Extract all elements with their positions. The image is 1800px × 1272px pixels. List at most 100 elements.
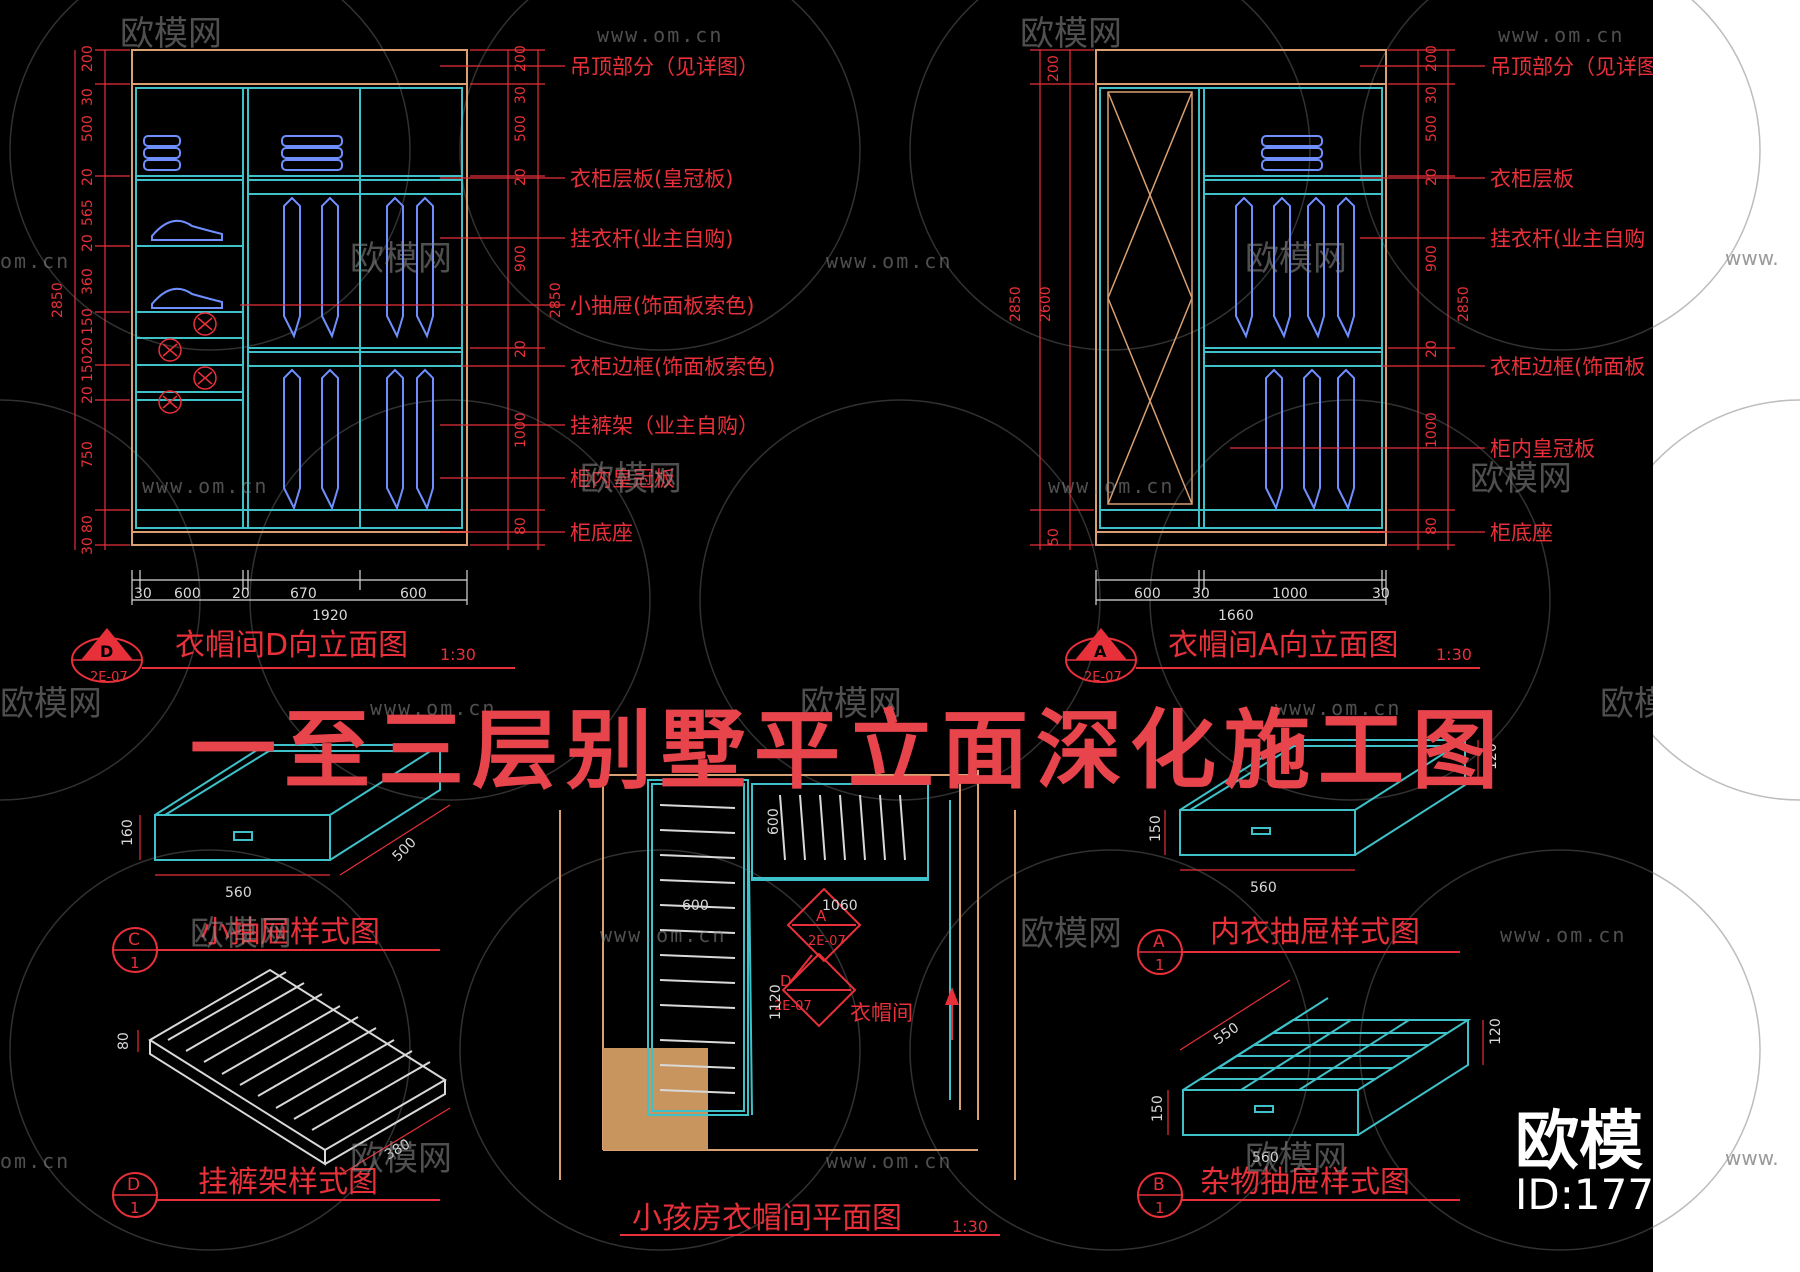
pants-rack-symbol: D 1 <box>112 1172 440 1218</box>
underwear-drawer-symbol: A 1 <box>1137 929 1460 975</box>
watermark-arcs <box>0 0 1653 1251</box>
svg-text:80: 80 <box>513 517 529 535</box>
svg-text:20: 20 <box>513 340 529 358</box>
svg-text:1660: 1660 <box>1218 608 1254 624</box>
right-dimension-line <box>470 49 545 550</box>
svg-text:欧模网: 欧模网 <box>1600 684 1653 724</box>
elevation-d-symbol: D 2E-07 <box>71 628 515 685</box>
svg-text:om.cn: om.cn <box>0 249 70 273</box>
elevation-a-scale: 1:30 <box>1436 645 1472 664</box>
svg-text:20: 20 <box>80 386 96 404</box>
a-right-dimension-line <box>1388 49 1455 550</box>
callout-leaders <box>240 65 565 533</box>
callout-pants-rack: 挂裤架（业主自购） <box>570 414 759 438</box>
svg-text:560: 560 <box>1250 880 1277 896</box>
watermarks: 欧模网 欧模网 欧模网 欧模网 欧模网 欧模网 欧模网 欧模网 欧模网 欧模网 … <box>0 14 1653 1179</box>
callout-shelf: 衣柜层板(皇冠板) <box>570 167 733 191</box>
svg-text:900: 900 <box>1424 245 1440 272</box>
svg-text:1000: 1000 <box>1272 586 1308 602</box>
svg-text:A: A <box>816 907 827 925</box>
a-callout-shelf: 衣柜层板 <box>1490 167 1574 191</box>
a-callout-leaders <box>1230 65 1485 533</box>
svg-text:A: A <box>1153 932 1165 952</box>
right-margin-arcs: www. www. <box>1653 0 1800 1228</box>
svg-text:www.om.cn: www.om.cn <box>600 923 726 947</box>
svg-text:www.om.cn: www.om.cn <box>597 23 723 47</box>
left-total-dim: 2850 <box>50 282 66 318</box>
svg-text:欧模网: 欧模网 <box>800 684 902 724</box>
svg-text:120: 120 <box>1484 743 1500 770</box>
svg-text:30: 30 <box>1372 586 1390 602</box>
svg-text:D: D <box>780 972 792 990</box>
svg-text:2850: 2850 <box>1008 286 1024 322</box>
svg-text:om.cn: om.cn <box>0 1149 70 1173</box>
svg-text:2850: 2850 <box>548 282 564 318</box>
svg-text:150: 150 <box>1150 1095 1166 1122</box>
svg-text:200: 200 <box>513 45 529 72</box>
svg-text:D: D <box>127 1175 140 1195</box>
svg-text:www.om.cn: www.om.cn <box>1500 923 1626 947</box>
svg-text:500: 500 <box>80 115 96 142</box>
left-dim-labels: 200 30 500 20 565 20 360 150 20 150 20 7… <box>50 45 96 555</box>
svg-text:20: 20 <box>80 337 96 355</box>
svg-text:150: 150 <box>80 308 96 335</box>
callout-base: 柜底座 <box>570 521 633 545</box>
svg-text:1: 1 <box>130 1199 140 1217</box>
svg-text:30: 30 <box>134 586 152 602</box>
svg-text:2E-07: 2E-07 <box>774 999 812 1014</box>
folded-clothes-icon <box>143 135 343 309</box>
svg-text:30: 30 <box>80 88 96 106</box>
svg-text:欧模网: 欧模网 <box>350 239 452 279</box>
left-dimension-line <box>74 49 130 550</box>
a-callout-inner-board: 柜内皇冠板 <box>1490 437 1595 461</box>
svg-text:欧模网: 欧模网 <box>580 459 682 499</box>
svg-text:670: 670 <box>290 586 317 602</box>
total-width-dim: 1920 <box>312 608 348 624</box>
plan-entry-arrow <box>945 987 959 1040</box>
underwear-drawer-detail: 150 560 120 A 1 内衣抽屉样式图 <box>1137 739 1500 975</box>
hanging-clothes-icon <box>1235 135 1355 511</box>
svg-text:500: 500 <box>1424 115 1440 142</box>
callout-cabinet-frame: 衣柜边框(饰面板索色) <box>570 355 775 379</box>
a-bottom-dimension-line <box>1095 570 1387 605</box>
elevation-d-title: 衣帽间D向立面图 <box>175 628 408 663</box>
svg-text:1120: 1120 <box>768 984 784 1020</box>
svg-text:600: 600 <box>766 808 782 835</box>
svg-text:欧模网: 欧模网 <box>1020 914 1122 954</box>
model-id: ID:1777 <box>1515 1170 1653 1219</box>
svg-text:50: 50 <box>1046 528 1062 546</box>
svg-text:www.om.cn: www.om.cn <box>826 249 952 273</box>
pants-rack-detail: 80 380 D 1 挂裤架样式图 <box>112 968 451 1218</box>
svg-text:20: 20 <box>80 234 96 252</box>
svg-text:750: 750 <box>80 441 96 468</box>
plan-room-label: 衣帽间 <box>850 1001 913 1025</box>
elevation-a: 吊顶部分（见详图 衣柜层板 挂衣杆(业主自购 衣柜边框(饰面板 柜内皇冠板 柜底… <box>1008 45 1653 685</box>
svg-text:80: 80 <box>116 1032 132 1050</box>
watermark-url-fragment: www. <box>1725 246 1779 270</box>
svg-text:D: D <box>100 642 113 661</box>
svg-text:500: 500 <box>513 115 529 142</box>
plan-column <box>603 1048 708 1150</box>
a-left-dim-labels: 200 2850 2600 50 <box>1008 55 1062 546</box>
svg-text:80: 80 <box>1424 517 1440 535</box>
svg-text:120: 120 <box>1488 1018 1504 1045</box>
svg-text:www.om.cn: www.om.cn <box>142 474 268 498</box>
svg-text:欧模网: 欧模网 <box>1020 14 1122 54</box>
misc-drawer-title: 杂物抽屉样式图 <box>1200 1165 1410 1200</box>
misc-drawer-detail: 550 120 150 560 B 1 杂物抽屉样式图 <box>1137 979 1504 1218</box>
svg-text:欧模网: 欧模网 <box>190 914 292 954</box>
drawer-marks <box>158 312 217 414</box>
svg-text:欧模网: 欧模网 <box>1470 459 1572 499</box>
svg-text:600: 600 <box>682 898 709 914</box>
cad-canvas: 吊顶部分（见详图） 衣柜层板(皇冠板) 挂衣杆(业主自购) 小抽屉(饰面板索色)… <box>0 0 1653 1272</box>
svg-text:20: 20 <box>1424 340 1440 358</box>
svg-text:欧模网: 欧模网 <box>1245 239 1347 279</box>
svg-text:30: 30 <box>513 86 529 104</box>
svg-text:20: 20 <box>232 586 250 602</box>
svg-text:500: 500 <box>390 835 420 865</box>
a-right-dim-labels: 200 30 500 20 900 20 1000 80 2850 <box>1424 45 1472 535</box>
svg-text:200: 200 <box>80 45 96 72</box>
mirror-panel <box>1107 91 1193 505</box>
svg-text:550: 550 <box>1211 1020 1242 1048</box>
elevation-d: 吊顶部分（见详图） 衣柜层板(皇冠板) 挂衣杆(业主自购) 小抽屉(饰面板索色)… <box>50 45 775 685</box>
